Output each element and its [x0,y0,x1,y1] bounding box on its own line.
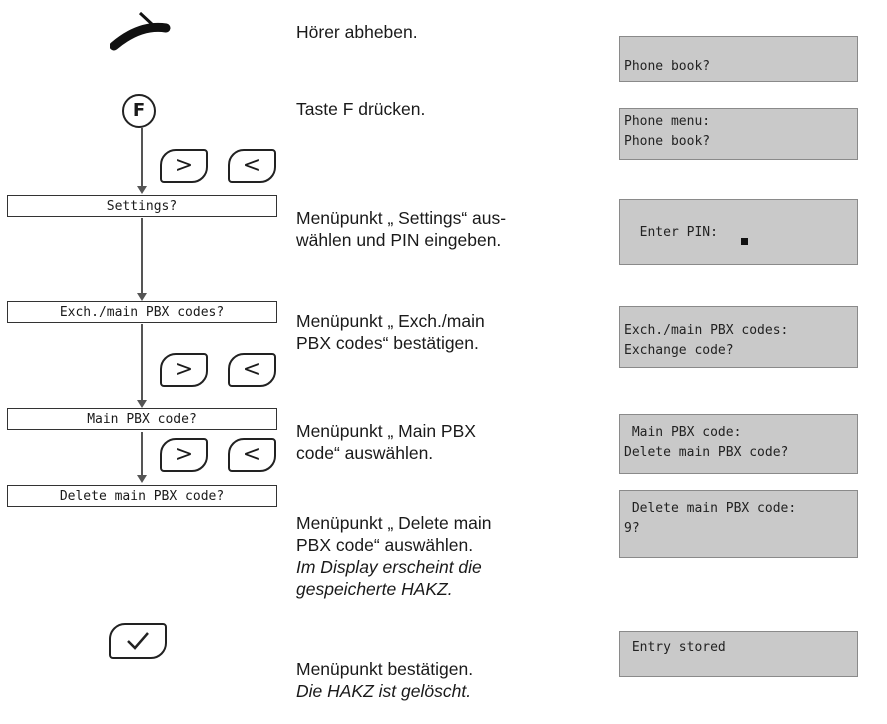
checkmark-icon [127,632,149,650]
prev-button[interactable]: < [228,149,276,183]
display-screen: Main PBX code: Delete main PBX code? [619,414,858,474]
step-description: Menüpunkt „ Settings“ aus- wählen und PI… [296,208,507,250]
next-button-label: > [174,357,194,382]
flow-arrow [137,400,147,408]
display-screen: Exch./main PBX codes: Exchange code? [619,306,858,368]
flow-line [141,128,143,188]
flow-line [141,324,143,402]
handset-icon [110,11,171,51]
next-button[interactable]: > [160,149,208,183]
flow-line [141,218,143,296]
prev-button[interactable]: < [228,438,276,472]
f-key-label: F [132,100,146,121]
prev-button-label: < [242,357,262,382]
next-button-label: > [174,442,194,467]
menu-item-main-pbx-code: Main PBX code? [7,408,277,430]
next-button-label: > [174,153,194,178]
flow-arrow [137,475,147,483]
prev-button-label: < [242,442,262,467]
flow-arrow [137,293,147,301]
flow-line [141,432,143,478]
display-text: Enter PIN: [639,225,718,240]
next-button[interactable]: > [160,353,208,387]
display-screen: Phone book? [619,36,858,82]
display-screen: Enter PIN: [619,199,858,265]
menu-item-delete-main-pbx-code: Delete main PBX code? [7,485,277,507]
step-description: Menüpunkt „ Delete main PBX code“ auswäh… [296,490,596,622]
display-screen: Phone menu: Phone book? [619,108,858,160]
step-description: Taste F drücken. [296,99,426,119]
menu-item-exch-main-pbx-codes: Exch./main PBX codes? [7,301,277,323]
display-screen: Entry stored [619,631,858,677]
pin-cursor [741,238,748,245]
next-button[interactable]: > [160,438,208,472]
f-key[interactable]: F [122,94,156,128]
step-description: Hörer abheben. [296,22,418,42]
step-note: Im Display erscheint die gespeicherte HA… [296,557,482,599]
prev-button[interactable]: < [228,353,276,387]
prev-button-label: < [242,153,262,178]
flow-arrow [137,186,147,194]
menu-item-settings: Settings? [7,195,277,217]
step-note: Die HAKZ ist gelöscht. [296,681,472,701]
step-description: Menüpunkt bestätigen.Die HAKZ ist gelösc… [296,636,596,724]
step-description: Menüpunkt „ Main PBX code“ auswählen. [296,421,476,463]
ok-key[interactable] [109,623,167,659]
display-screen: Delete main PBX code: 9? [619,490,858,558]
step-description: Menüpunkt „ Exch./main PBX codes“ bestät… [296,311,485,353]
